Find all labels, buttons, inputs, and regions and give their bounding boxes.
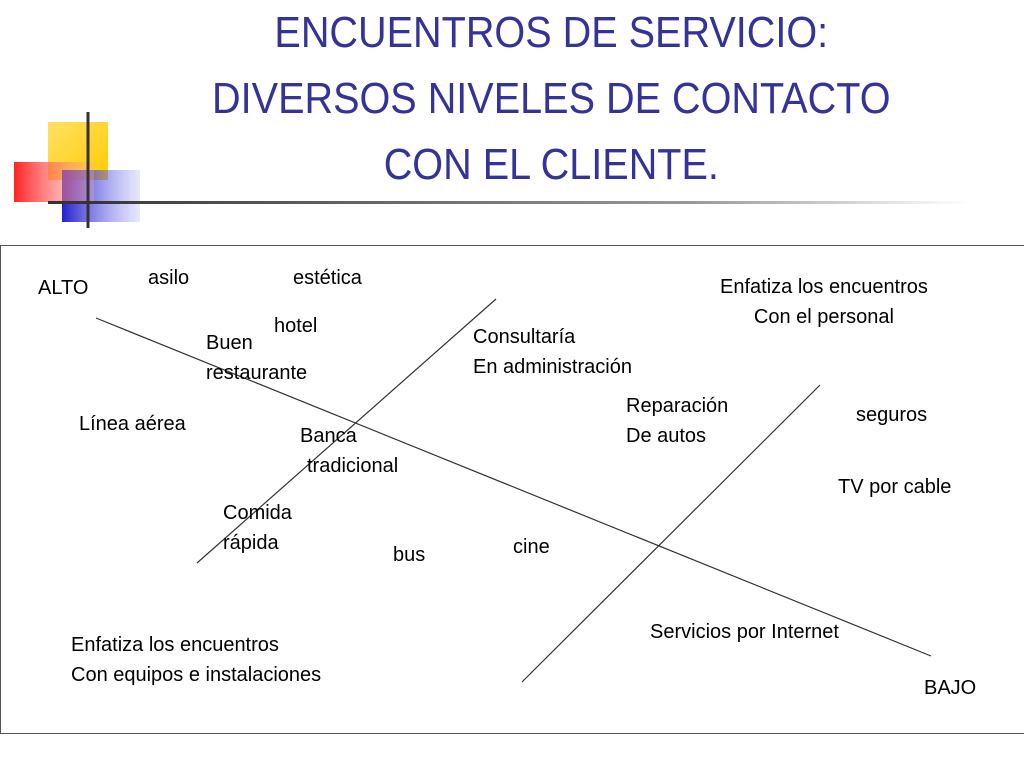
logo-red-square [14, 162, 94, 202]
service-tv-cable: TV por cable [838, 476, 952, 498]
diagram-lines [95, 298, 932, 683]
service-banca-tradicional: Banca tradicional [300, 421, 398, 481]
service-hotel: hotel [274, 315, 318, 337]
service-asilo: asilo [148, 267, 190, 289]
decorative-squares-logo [14, 112, 140, 228]
service-linea-aerea: Línea aérea [79, 413, 186, 435]
note-personal-line-2: Con el personal [753, 306, 894, 328]
comida-line-1: Comida [223, 502, 292, 524]
title-line-1: ENCUENTROS DE SERVICIO: [274, 8, 829, 57]
consultaria-line-2: En administración [473, 356, 632, 378]
alto-label: ALTO [38, 277, 89, 299]
slide-title: ENCUENTROS DE SERVICIO: DIVERSOS NIVELES… [118, 0, 986, 198]
service-estetica: estética [293, 267, 362, 289]
service-bus: bus [393, 544, 426, 566]
left-boundary-line [196, 298, 497, 564]
comida-line-2: rápida [223, 532, 279, 554]
title-line-2: DIVERSOS NIVELES DE CONTACTO [212, 74, 891, 123]
title-rule [48, 201, 968, 204]
note-equipment-line-1: Enfatiza los encuentros [71, 634, 279, 656]
note-equipment-line-2: Con equipos e instalaciones [71, 664, 322, 686]
right-boundary-line [521, 384, 821, 683]
diagram-box: ALTO BAJO asilo estética hotel Buen rest… [0, 245, 1024, 734]
note-personal-line-1: Enfatiza los encuentros [720, 276, 928, 298]
buen-restaurante-line-1: Buen [206, 332, 253, 354]
note-personal-encounters: Enfatiza los encuentros Con el personal [720, 272, 928, 332]
banca-line-2: tradicional [307, 455, 399, 477]
service-cine: cine [513, 536, 550, 558]
note-equipment-encounters: Enfatiza los encuentros Con equipos e in… [71, 630, 321, 690]
diagonal-alto-bajo-line [95, 317, 932, 657]
consultaria-line-1: Consultaría [473, 326, 576, 348]
bajo-label: BAJO [924, 677, 977, 699]
service-reparacion-autos: Reparación De autos [626, 391, 728, 451]
banca-line-1: Banca [300, 425, 357, 447]
title-line-3: CON EL CLIENTE. [383, 140, 719, 189]
buen-restaurante-line-2: restaurante [206, 362, 308, 384]
service-seguros: seguros [856, 404, 928, 426]
reparacion-line-1: Reparación [626, 395, 729, 417]
service-servicios-internet: Servicios por Internet [650, 621, 839, 643]
service-comida-rapida: Comida rápida [223, 498, 292, 558]
service-consultaria: Consultaría En administración [473, 322, 632, 382]
reparacion-line-2: De autos [626, 425, 707, 447]
service-buen-restaurante: Buen restaurante [206, 328, 307, 388]
